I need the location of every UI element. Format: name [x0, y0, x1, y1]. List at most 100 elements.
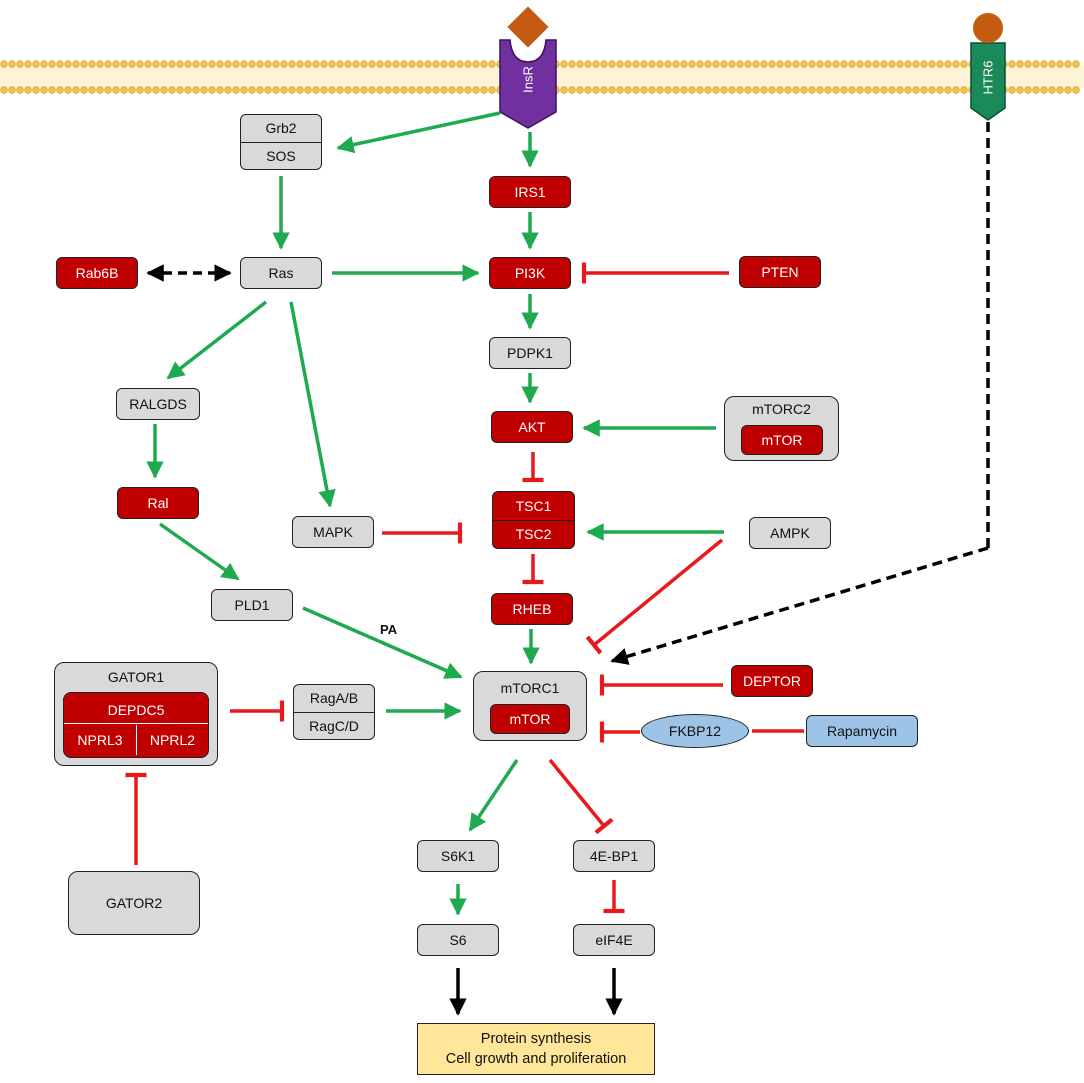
membrane-lipid-head: [104, 60, 112, 68]
ras-node: Ras: [240, 257, 322, 289]
membrane-lipid-head: [864, 86, 872, 94]
mapk-node: MAPK: [292, 516, 374, 548]
insr-label: InsR: [520, 66, 536, 93]
membrane-lipid-head: [24, 60, 32, 68]
membrane-lipid-head: [1056, 60, 1064, 68]
membrane-lipid-head: [280, 86, 288, 94]
membrane-lipid-head: [176, 86, 184, 94]
membrane-lipid-head: [912, 60, 920, 68]
mtorc1-title: mTORC1: [500, 680, 560, 696]
membrane-lipid-head: [752, 86, 760, 94]
ampk-node: AMPK: [749, 517, 831, 549]
depdc5-label: DEPDC5: [64, 697, 208, 724]
membrane-lipid-head: [864, 60, 872, 68]
membrane-lipid-head: [1048, 86, 1056, 94]
membrane-lipid-head: [312, 60, 320, 68]
membrane-lipid-head: [664, 86, 672, 94]
membrane-lipid-head: [904, 60, 912, 68]
membrane-lipid-head: [288, 86, 296, 94]
membrane-lipid-head: [584, 86, 592, 94]
membrane-lipid-head: [88, 60, 96, 68]
akt-node: AKT: [491, 411, 573, 443]
membrane-lipid-head: [464, 60, 472, 68]
membrane-lipid-head: [736, 60, 744, 68]
membrane-lipid-head: [944, 60, 952, 68]
membrane-lipid-head: [680, 60, 688, 68]
membrane-lipid-head: [0, 60, 8, 68]
membrane-lipid-head: [384, 86, 392, 94]
edge-ampk-mtorc1: [585, 538, 724, 655]
membrane-lipid-head: [328, 60, 336, 68]
membrane-lipid-head: [760, 86, 768, 94]
4e-bp1-node: 4E-BP1: [573, 840, 655, 872]
membrane-lipid-head: [608, 86, 616, 94]
membrane-lipid-head: [176, 60, 184, 68]
membrane-lipid-head: [352, 86, 360, 94]
membrane-lipid-head: [376, 86, 384, 94]
membrane-lipid-head: [792, 60, 800, 68]
membrane-lipid-head: [696, 86, 704, 94]
membrane-lipid-head: [96, 60, 104, 68]
membrane-lipid-head: [0, 86, 8, 94]
membrane-lipid-head: [232, 86, 240, 94]
membrane-lipid-head: [952, 60, 960, 68]
membrane-lipid-head: [304, 86, 312, 94]
membrane-lipid-head: [712, 60, 720, 68]
membrane-lipid-head: [200, 60, 208, 68]
tsc2-label: TSC2: [493, 519, 574, 549]
membrane-lipid-head: [48, 60, 56, 68]
tsc1-label: TSC1: [515, 497, 552, 514]
membrane-lipid-head: [328, 86, 336, 94]
edge-ras-ralgds: [166, 300, 268, 380]
membrane-lipid-head: [1064, 86, 1072, 94]
membrane-lipid-head: [248, 86, 256, 94]
membrane-lipid-head: [888, 86, 896, 94]
membrane-lipid-head: [368, 60, 376, 68]
mtorc2-mtor-node: mTOR: [741, 425, 823, 455]
membrane-lipid-head: [960, 60, 968, 68]
membrane-lipid-head: [136, 60, 144, 68]
membrane-lipid-head: [472, 86, 480, 94]
membrane-lipid-head: [1032, 60, 1040, 68]
membrane-lipid-head: [728, 86, 736, 94]
membrane-lipid-head: [360, 60, 368, 68]
membrane-lipid-head: [480, 60, 488, 68]
membrane-lipid-head: [424, 60, 432, 68]
membrane-lipid-head: [808, 86, 816, 94]
rapamycin-node: Rapamycin: [806, 715, 918, 747]
membrane-lipid-head: [688, 60, 696, 68]
membrane-lipid-head: [720, 60, 728, 68]
membrane-lipid-head: [456, 60, 464, 68]
membrane-lipid-head: [408, 86, 416, 94]
s6-node: S6: [417, 924, 499, 956]
membrane-lipid-head: [1008, 86, 1016, 94]
membrane-lipid-head: [104, 86, 112, 94]
rag-gtpases-node: RagA/B RagC/D: [293, 684, 375, 740]
membrane-lipid-head: [48, 86, 56, 94]
membrane-lipid-head: [616, 60, 624, 68]
membrane-lipid-head: [64, 60, 72, 68]
membrane-lipid-head: [400, 86, 408, 94]
membrane-lipid-head: [432, 86, 440, 94]
eif4e-node: eIF4E: [573, 924, 655, 956]
membrane-lipid-head: [1032, 86, 1040, 94]
membrane-lipid-head: [400, 60, 408, 68]
membrane-lipid-head: [416, 86, 424, 94]
membrane-lipid-head: [888, 60, 896, 68]
membrane-lipid-head: [720, 86, 728, 94]
membrane-lipid-head: [1024, 86, 1032, 94]
membrane-lipid-head: [352, 60, 360, 68]
membrane-lipid-head: [344, 86, 352, 94]
membrane-lipid-head: [624, 86, 632, 94]
membrane-lipid-head: [488, 60, 496, 68]
membrane-lipid-head: [856, 60, 864, 68]
membrane-lipid-head: [952, 86, 960, 94]
membrane-lipid-head: [216, 60, 224, 68]
membrane-lipid-head: [936, 60, 944, 68]
membrane-lipid-head: [800, 60, 808, 68]
insr-receptor-icon: [499, 39, 557, 129]
membrane-lipid-head: [128, 60, 136, 68]
membrane-lipid-head: [392, 86, 400, 94]
sos-label: SOS: [241, 141, 321, 170]
